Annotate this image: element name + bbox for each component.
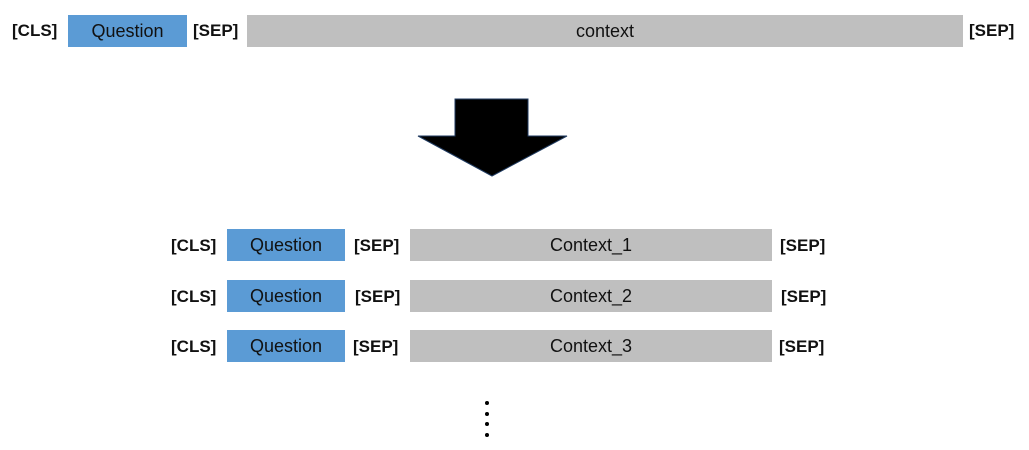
cls-token: [CLS] [171,236,217,255]
context-segment: Context_3 [410,330,772,362]
context-segment: Context_2 [410,280,772,312]
sep-token: [SEP] [193,21,239,40]
context-segment: Context_1 [410,229,772,261]
cls-token: [CLS] [171,337,217,356]
cls-token: [CLS] [12,21,58,40]
question-segment: Question [68,15,187,47]
question-segment: Question [227,280,345,312]
sep-token: [SEP] [355,287,401,306]
sep-token: [SEP] [353,337,399,356]
down-arrow-icon [417,98,568,177]
question-segment: Question [227,330,345,362]
question-segment: Question [227,229,345,261]
ellipsis-dot [485,433,489,437]
sep-token-end: [SEP] [779,337,825,356]
sep-token-end: [SEP] [780,236,826,255]
ellipsis-dot [485,401,489,405]
cls-token: [CLS] [171,287,217,306]
sep-token: [SEP] [354,236,400,255]
ellipsis-dot [485,412,489,416]
context-segment: context [247,15,963,47]
sep-token-end: [SEP] [781,287,827,306]
ellipsis-dot [485,422,489,426]
sep-token-end: [SEP] [969,21,1015,40]
